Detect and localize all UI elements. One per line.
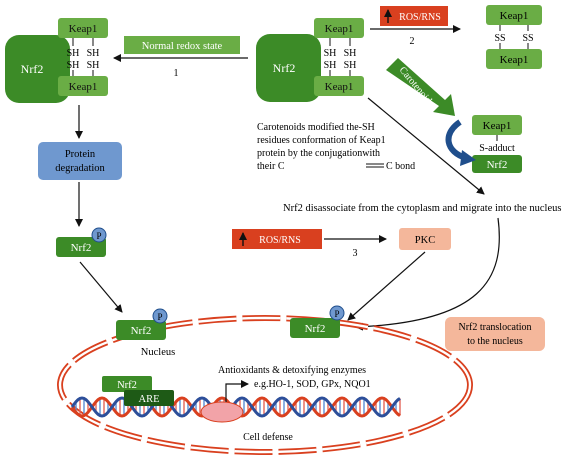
ros-rns-label-top: ROS/RNS: [399, 12, 441, 23]
phosphate-label-3: P: [334, 309, 339, 319]
s-adduct-label: S-adduct: [479, 143, 515, 154]
right-sh-1: SH: [324, 48, 337, 59]
carotenoid-note-line-4b: C bond: [386, 161, 415, 172]
adduct-nrf2-label: Nrf2: [487, 159, 508, 171]
ros-rns-label-mid: ROS/RNS: [259, 235, 301, 246]
enzymes-label: Antioxidants & detoxifying enzymes: [218, 365, 366, 376]
right-nrf2-label: Nrf2: [273, 61, 296, 75]
left-keap1-bottom-label: Keap1: [69, 81, 98, 93]
enzymes-examples: e.g.HO-1, SOD, GPx, NQO1: [254, 379, 371, 390]
right-keap1-bottom: [314, 76, 364, 96]
phosphate-label-1: P: [96, 231, 101, 241]
pkc-box: [399, 228, 451, 250]
left-sh-2: SH: [87, 48, 100, 59]
nuclear-nrf2-left: [116, 320, 166, 340]
adduct-keap1-label: Keap1: [483, 120, 512, 132]
ox-keap1-bottom: [486, 49, 542, 69]
are-nrf2: [102, 376, 152, 392]
nuclear-nrf2-right: [290, 318, 340, 338]
carotenoids-arrow: Carotenoids: [386, 58, 455, 116]
ox-keap1-top-label: Keap1: [500, 10, 529, 22]
left-keap1-top: [58, 18, 108, 38]
s-adduct-complex: Keap1 S-adduct Nrf2: [445, 115, 522, 173]
ox-keap1-bottom-label: Keap1: [500, 54, 529, 66]
step-1-label: 1: [174, 68, 179, 79]
left-nrf2-block: [5, 35, 70, 103]
adduct-nrf2: [472, 155, 522, 173]
left-nrf2-label: Nrf2: [21, 62, 44, 76]
phosphate-icon-1: [91, 227, 107, 243]
carotenoid-note-line-2: residues conformation of Keap1: [257, 135, 386, 146]
step-3-label: 3: [353, 248, 358, 259]
arrow-pkc-to-nrf2: [347, 251, 426, 321]
carotenoid-note-line-4a: their C: [257, 161, 285, 172]
nucleus-label: Nucleus: [141, 347, 175, 358]
phosphate-icon-3: [329, 305, 345, 321]
phosphate-label-2: P: [157, 312, 162, 322]
protein-degradation-box: [38, 142, 122, 180]
carotenoid-note-line-3: protein by the conjugationwith: [257, 148, 380, 159]
phospho-nrf2-left-label: Nrf2: [71, 242, 92, 254]
right-keap1-nrf2-complex: Nrf2 Keap1 Keap1 SH SH SH SH: [256, 18, 364, 102]
cell-defense-label: Cell defense: [243, 432, 293, 443]
left-sh-4: SH: [87, 60, 100, 71]
adduct-keap1: [472, 115, 522, 135]
right-sh-3: SH: [324, 60, 337, 71]
phosphate-icon-2: [152, 308, 168, 324]
ros-rns-box-top: [380, 6, 448, 26]
translocation-label-2: to the nucleus: [467, 336, 523, 347]
right-nrf2-block: [256, 34, 321, 102]
ss-label-2: SS: [522, 33, 533, 44]
ros-rns-box-mid: [232, 229, 322, 249]
are-label: ARE: [139, 394, 160, 405]
right-keap1-bottom-label: Keap1: [325, 81, 354, 93]
right-keap1-top: [314, 18, 364, 38]
translocation-curve-arrow: [355, 217, 500, 331]
are-box: [124, 390, 174, 406]
pkc-label: PKC: [415, 235, 435, 246]
ss-label-1: SS: [494, 33, 505, 44]
nucleus: [57, 315, 473, 455]
gene-ellipse: [200, 401, 244, 423]
left-keap1-nrf2-complex: Nrf2 Keap1 Keap1 SH SH SH SH: [5, 18, 108, 103]
left-sh-3: SH: [67, 60, 80, 71]
step-2-label: 2: [410, 36, 415, 47]
dissociation-arrow: [367, 97, 485, 195]
degradation-label: degradation: [55, 163, 105, 174]
right-sh-2: SH: [344, 48, 357, 59]
phospho-nrf2-left: [56, 237, 106, 257]
oxidized-keap1-dimer: Keap1 SS SS Keap1: [486, 5, 542, 69]
normal-redox-box: [124, 36, 240, 54]
left-keap1-bottom: [58, 76, 108, 96]
carotenoid-note-line-1: Carotenoids modified the-SH: [257, 122, 375, 133]
ox-keap1-top: [486, 5, 542, 25]
translocation-label-1: Nrf2 translocation: [458, 322, 531, 333]
right-sh-4: SH: [344, 60, 357, 71]
nuclear-nrf2-right-label: Nrf2: [305, 323, 326, 335]
nuclear-nrf2-left-label: Nrf2: [131, 325, 152, 337]
dissociation-text: Nrf2 disassociate from the cytoplasm and…: [283, 203, 561, 214]
are-nrf2-label: Nrf2: [117, 380, 137, 391]
arrow-to-nucleus-left: [79, 261, 123, 313]
normal-redox-label: Normal redox state: [142, 41, 223, 52]
left-sh-1: SH: [67, 48, 80, 59]
transcription-arrow: [225, 380, 249, 402]
protein-label: Protein: [65, 149, 96, 160]
left-keap1-top-label: Keap1: [69, 23, 98, 35]
translocation-box: [445, 317, 545, 351]
right-keap1-top-label: Keap1: [325, 23, 354, 35]
